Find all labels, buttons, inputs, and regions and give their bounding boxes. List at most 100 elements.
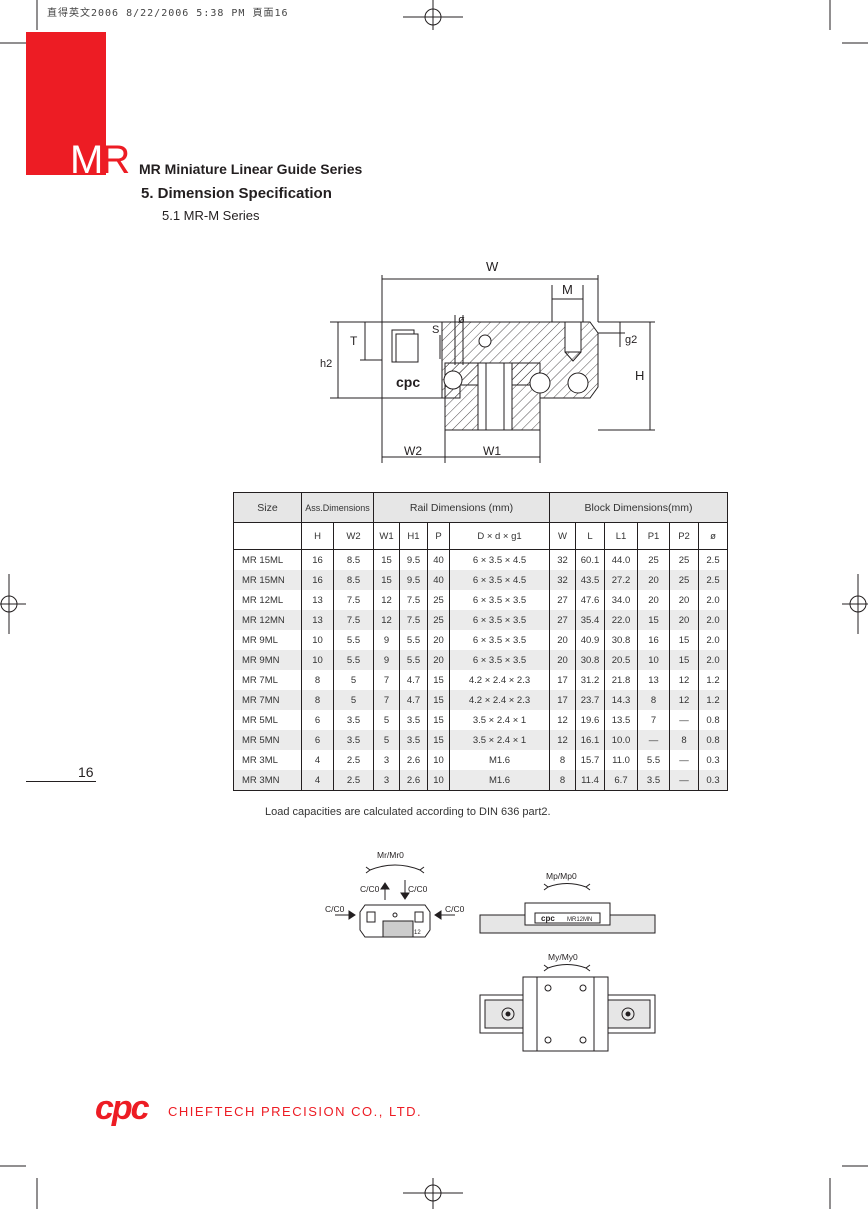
table-cell: 4 [301,770,334,791]
side-block-logo: cpc [541,914,555,923]
dim-w2-label: W2 [404,444,422,458]
col-header: H1 [399,522,428,550]
table-cell: 40.9 [575,630,605,650]
table-cell: 13 [301,610,334,630]
table-cell: 10 [427,750,450,770]
table-cell: 8.5 [333,570,374,590]
table-cell: 5 [333,670,374,690]
table-cell: 9.5 [399,570,428,590]
table-cell: 7.5 [333,610,374,630]
size-cell: MR 5ML [233,710,302,730]
size-cell: MR 15ML [233,549,302,570]
table-cell: 12 [373,590,400,610]
col-header: P [427,522,450,550]
dim-w-label: W [486,259,499,274]
table-cell: 17 [549,690,576,710]
ball-left [443,370,463,390]
table-cell: 4.7 [399,670,428,690]
table-cell: 8 [549,770,576,791]
table-cell: 1.2 [698,690,728,710]
size-cell: MR 3ML [233,750,302,770]
table-cell: 27.2 [604,570,638,590]
red-section-tab [26,32,106,175]
table-cell: 12 [549,730,576,750]
table-cell: 30.8 [604,630,638,650]
table-cell: 20 [549,630,576,650]
table-cell: 3 [373,770,400,791]
table-cell: 16.1 [575,730,605,750]
block-logo: cpc [396,374,420,390]
table-cell: 2.5 [698,549,728,570]
load-moment-diagrams: Mr/Mr0 C/C0 C/C0 C/C0 C/C0 Mp/Mp0 My/My0… [325,850,656,1052]
table-cell: 8 [301,690,334,710]
table-cell: 15 [637,610,670,630]
table-cell: 17 [549,670,576,690]
size-cell: MR 3MN [233,770,302,791]
table-cell: 32 [549,549,576,570]
dim-h2-label: h2 [320,358,332,370]
table-cell: 20 [427,650,450,670]
table-cell: 5 [373,730,400,750]
table-cell: 0.3 [698,770,728,791]
table-cell: 8.5 [333,549,374,570]
table-cell: 2.0 [698,590,728,610]
table-cell: 7 [373,690,400,710]
table-cell: — [669,750,699,770]
col-header: P2 [669,522,699,550]
table-cell: 25 [669,549,699,570]
table-cell: 27 [549,590,576,610]
cc-top-right-label: C/C0 [408,884,428,894]
dim-h-label: H [635,368,644,383]
table-cell: 1.2 [698,670,728,690]
table-cell: 12 [669,670,699,690]
table-cell: 6 [301,710,334,730]
table-cell: 10.0 [604,730,638,750]
table-cell: 10 [637,650,670,670]
table-cell: 2.0 [698,650,728,670]
table-cell: 7.5 [399,590,428,610]
col-header: W2 [333,522,374,550]
table-cell: — [637,730,670,750]
table-cell: 4 [301,750,334,770]
table-cell: 12 [549,710,576,730]
table-cell: 7 [637,710,670,730]
col-header: ø [698,522,728,550]
table-cell: 6 × 3.5 × 3.5 [449,630,550,650]
table-cell: 15 [427,730,450,750]
table-cell: 10 [427,770,450,791]
table-cell: 3.5 [637,770,670,791]
col-header: L [575,522,605,550]
print-header-note: 直得英文2006 8/22/2006 5:38 PM 頁面16 [47,8,289,19]
col-header: W [549,522,576,550]
table-cell: 6 × 3.5 × 3.5 [449,590,550,610]
size-cell: MR 12MN [233,610,302,630]
col-header: L1 [604,522,638,550]
table-cell: 32 [549,570,576,590]
brand-mark-r: R [101,138,130,182]
table-cell: 15 [669,630,699,650]
table-cell: 0.3 [698,750,728,770]
table-cell: 20 [637,570,670,590]
table-cell: 20 [427,630,450,650]
table-cell: 7.5 [333,590,374,610]
table-cell: 2.6 [399,770,428,791]
size-cell: MR 12ML [233,590,302,610]
dim-s-label: S [432,324,439,336]
table-cell: — [669,710,699,730]
table-cell: 6.7 [604,770,638,791]
col-header: W1 [373,522,400,550]
size-cell: MR 9ML [233,630,302,650]
table-cell: 4.2 × 2.4 × 2.3 [449,670,550,690]
table-cell: 20.5 [604,650,638,670]
table-cell: 16 [637,630,670,650]
table-cell: 7 [373,670,400,690]
table-cell: 6 × 3.5 × 3.5 [449,650,550,670]
table-cell: 3.5 [333,730,374,750]
footer-cpc-logo: cpc [95,1089,150,1127]
table-cell: 10 [301,630,334,650]
